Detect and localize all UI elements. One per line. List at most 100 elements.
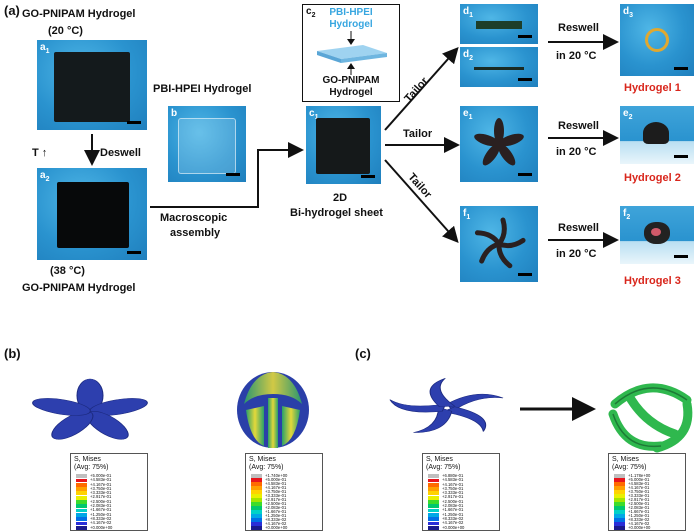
stress-legend-2: S, Mises (Avg: 75%) +1.740e+00+5.000e-01… — [245, 453, 323, 531]
photo-tag-d2: d2 — [463, 49, 474, 62]
legend-value: +3.333e-01 — [442, 490, 464, 496]
legend-value: +8.333e-02 — [442, 515, 464, 521]
stress-legend-3: S, Mises (Avg: 75%) +6.880e-01+4.583e-01… — [422, 453, 500, 531]
layer-diagram — [317, 31, 387, 75]
legend-swatch — [76, 517, 87, 522]
legend-row: +3.750e-01 — [614, 489, 650, 494]
legend-value: +2.083e-01 — [628, 505, 650, 510]
photo-tag-b: b — [171, 108, 178, 119]
legend-swatch — [614, 518, 625, 522]
legend-title: S, Mises (Avg: 75%) — [426, 456, 461, 471]
legend-row: +1.178e+00 — [614, 473, 651, 478]
temp-38-label: (38 °C) — [50, 265, 85, 277]
legend-value: +3.750e-01 — [90, 485, 112, 491]
legend-value: +1.178e+00 — [628, 473, 651, 478]
legend-value: +4.167e-02 — [442, 520, 464, 526]
legend-value: +3.333e-01 — [265, 493, 287, 498]
legend-row: +2.500e-01 — [251, 501, 287, 506]
c2-pbi-label-2: Hydrogel — [329, 19, 373, 30]
legend-swatch — [428, 508, 439, 513]
photo-d2: d2 — [460, 47, 538, 87]
legend-value: +1.740e+00 — [265, 473, 288, 478]
c2-go-label-2: Hydrogel — [329, 87, 373, 98]
assembly-label: assembly — [170, 227, 221, 239]
legend-swatch — [251, 510, 262, 514]
legend-row: +2.917e-01 — [614, 497, 650, 502]
pbi-label: PBI-HPEI Hydrogel — [153, 83, 252, 95]
legend-value: +2.917e-01 — [442, 494, 464, 500]
legend-value: +2.500e-01 — [628, 501, 650, 506]
t-up-label: T ↑ — [32, 147, 48, 159]
legend-value: +4.167e-01 — [265, 485, 287, 490]
legend-swatch — [76, 491, 87, 496]
legend-value: +3.333e-01 — [90, 490, 112, 496]
legend-swatch — [614, 502, 625, 506]
legend-row: +0.000e+00 — [614, 525, 650, 530]
legend-value: +4.167e-01 — [628, 485, 650, 490]
photo-f2: f2 — [620, 206, 694, 264]
star-shape — [474, 118, 524, 166]
legend-row: +4.167e-01 — [614, 485, 650, 490]
legend-value: +6.880e-01 — [442, 473, 464, 478]
legend-row: +4.167e-02 — [428, 520, 464, 526]
legend-value: +1.250e-01 — [442, 511, 464, 517]
legend-value: +2.917e-01 — [90, 494, 112, 500]
legend-row: +4.583e-01 — [428, 477, 464, 483]
reswell-label-2: Reswell — [558, 120, 599, 132]
legend-value: +2.917e-01 — [628, 497, 650, 502]
legend-swatch — [76, 474, 87, 479]
legend-row: +4.167e-01 — [428, 482, 464, 487]
legend-row: +8.333e-02 — [614, 517, 650, 522]
legend-swatch — [76, 521, 87, 526]
legend-value: +2.083e-01 — [265, 505, 287, 510]
in20-label-2: in 20 °C — [556, 146, 597, 158]
legend-value: +3.750e-01 — [442, 485, 464, 491]
photo-tag-a1: a1 — [40, 42, 50, 55]
legend-row: +4.167e-01 — [251, 485, 287, 490]
legend-row: +0.000e+00 — [428, 525, 464, 530]
legend-row: +0.000e+00 — [251, 525, 287, 530]
in20-label-1: in 20 °C — [556, 50, 597, 62]
legend-value: +2.500e-01 — [90, 498, 112, 504]
legend-row: +1.250e-01 — [251, 513, 287, 518]
legend-row: +3.333e-01 — [251, 493, 287, 498]
legend-swatch — [614, 526, 625, 530]
legend-row: +1.250e-01 — [614, 513, 650, 518]
photo-a2: a2 — [37, 168, 147, 260]
legend-value: +1.667e-01 — [628, 509, 650, 514]
legend-row: +2.083e-01 — [76, 503, 112, 509]
legend-title: S, Mises (Avg: 75%) — [249, 456, 284, 471]
legend-swatch — [76, 504, 87, 509]
stress-legend-4: S, Mises (Avg: 75%) +1.178e+00+5.000e-01… — [608, 453, 686, 531]
legend-row: +1.667e-01 — [76, 507, 112, 513]
legend-swatch — [251, 514, 262, 518]
legend-row: +2.917e-01 — [428, 494, 464, 500]
photo-tag-d1: d1 — [463, 6, 474, 19]
hydrogel-1-label: Hydrogel 1 — [624, 82, 681, 94]
top-left-title: GO-PNIPAM Hydrogel — [22, 8, 136, 20]
legend-row: +1.250e-01 — [76, 512, 112, 517]
legend-swatch — [614, 490, 625, 494]
legend-value: +3.750e-01 — [628, 489, 650, 494]
legend-value: +4.167e-02 — [628, 521, 650, 526]
legend-value: +1.667e-01 — [90, 507, 112, 513]
legend-row: +2.083e-01 — [428, 503, 464, 509]
legend-value: +4.167e-02 — [265, 521, 287, 526]
legend-value: +8.333e-02 — [90, 515, 112, 521]
photo-tag-e2: e2 — [623, 108, 633, 121]
photo-d3: d3 — [620, 4, 694, 76]
legend-value: +2.083e-01 — [442, 503, 464, 509]
photo-e2: e2 — [620, 106, 694, 164]
legend-swatch — [76, 512, 87, 517]
legend-row: +1.250e-01 — [428, 511, 464, 517]
legend-row: +1.667e-01 — [614, 509, 650, 514]
legend-value: +3.750e-01 — [265, 489, 287, 494]
legend-row: +5.000e-01 — [251, 477, 287, 482]
panel-label-b: (b) — [4, 346, 21, 361]
legend-row: +1.667e-01 — [428, 508, 464, 513]
legend-row: +3.333e-01 — [76, 490, 112, 496]
legend-swatch — [76, 508, 87, 513]
c2-schematic-box: c2 PBI-HPEI Hydrogel GO-PNIPAM Hydrogel — [302, 4, 400, 102]
photo-tag-e1: e1 — [463, 108, 473, 121]
legend-row: +2.500e-01 — [614, 501, 650, 506]
